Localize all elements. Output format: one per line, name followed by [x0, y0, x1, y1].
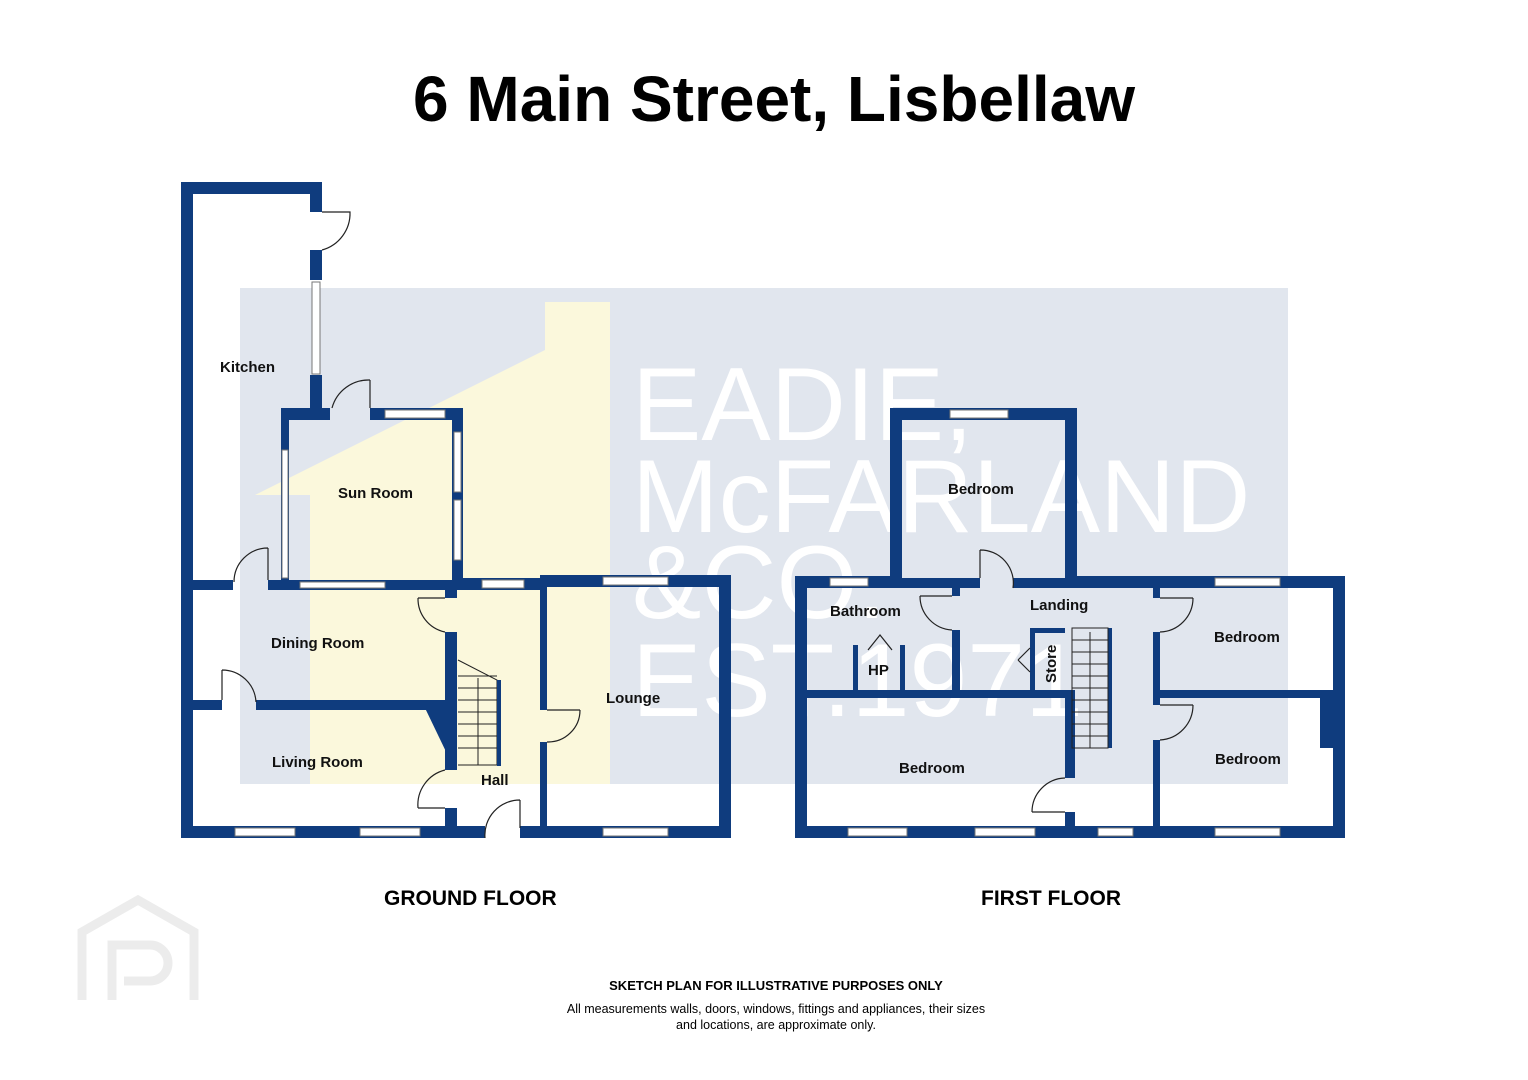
- first-floor-windows: [829, 409, 1281, 837]
- first-floor-stairs: [1071, 627, 1109, 749]
- room-label-kitchen: Kitchen: [220, 359, 275, 376]
- room-label-hp: HP: [868, 662, 889, 679]
- first-floor-label: FIRST FLOOR: [981, 887, 1121, 910]
- room-label-living-room: Living Room: [272, 754, 363, 771]
- house-logo-icon: [77, 894, 199, 1000]
- room-label-store: Store: [1043, 645, 1060, 683]
- watermark-line-2: McFARLAND: [632, 439, 1250, 555]
- ground-floor-doors: [221, 211, 581, 839]
- first-floor-walls: [795, 408, 1345, 838]
- disclaimer-body: All measurements walls, doors, windows, …: [566, 1002, 986, 1032]
- ground-floor-label: GROUND FLOOR: [384, 887, 557, 910]
- room-label-landing: Landing: [1030, 597, 1088, 614]
- room-label-bedroom-right-bottom: Bedroom: [1215, 751, 1281, 768]
- page-title: 6 Main Street, Lisbellaw: [413, 63, 1135, 135]
- room-label-bedroom-right-top: Bedroom: [1214, 629, 1280, 646]
- room-label-lounge: Lounge: [606, 690, 660, 707]
- disclaimer-heading: SKETCH PLAN FOR ILLUSTRATIVE PURPOSES ON…: [609, 978, 943, 993]
- watermark-line-1: EADIE,: [632, 347, 973, 463]
- room-label-sun-room: Sun Room: [338, 485, 413, 502]
- room-label-bathroom: Bathroom: [830, 603, 901, 620]
- room-label-hall: Hall: [481, 772, 509, 789]
- room-label-bedroom-front: Bedroom: [899, 760, 965, 777]
- ground-floor-windows: [234, 281, 669, 837]
- room-label-dining-room: Dining Room: [271, 635, 364, 652]
- room-label-bedroom-rear: Bedroom: [948, 481, 1014, 498]
- first-floor-doors: [867, 549, 1194, 813]
